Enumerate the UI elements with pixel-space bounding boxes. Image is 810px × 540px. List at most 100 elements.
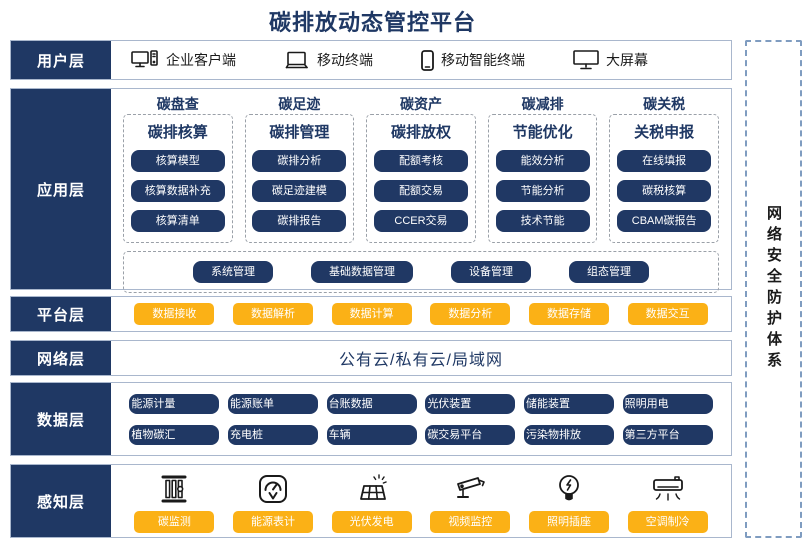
air-conditioner-icon <box>618 469 717 505</box>
perception-item-carbon-monitor: 碳监测 <box>125 469 224 533</box>
app-item-chip: 碳税核算 <box>617 180 712 202</box>
application-layer-row: 应用层 碳盘查 碳排核算 核算模型 核算数据补充 核算清单 碳足迹 碳排管理 <box>10 88 732 293</box>
app-column-subtitle: 节能优化 <box>512 124 573 141</box>
desktop-pc-icon <box>131 50 159 70</box>
data-chip: 能源计量 <box>129 393 220 414</box>
app-column-carbon-reduction: 碳减排 节能优化 能效分析 节能分析 技术节能 <box>487 94 598 243</box>
app-column-carbon-footprint: 碳足迹 碳排管理 碳排分析 碳足迹建模 碳排报告 <box>244 94 355 243</box>
user-item-big-screen: 大屏幕 <box>573 50 648 70</box>
user-item-label: 企业客户端 <box>166 52 236 68</box>
platform-chip: 数据存储 <box>528 303 609 325</box>
perception-item-solar-pv: 光伏发电 <box>322 469 421 533</box>
user-layer-items: 企业客户端 移动终端 <box>111 41 731 79</box>
app-column-header: 碳盘查 <box>156 96 199 112</box>
perception-item-label: 视频监控 <box>430 511 511 533</box>
data-layer-label: 数据层 <box>11 383 111 455</box>
page-title: 碳排放动态管控平台 <box>268 10 476 35</box>
laptop-icon <box>284 51 310 70</box>
user-item-smart-mobile: 移动智能终端 <box>421 49 525 71</box>
app-item-chip: CBAM碳报告 <box>617 210 712 232</box>
data-chip: 污染物排放 <box>523 424 614 445</box>
app-column-header: 碳关税 <box>643 96 686 112</box>
perception-layer-row: 感知层 碳监测 <box>10 464 732 538</box>
network-layer-content: 公有云/私有云/局域网 <box>339 352 503 369</box>
app-item-chip: 碳足迹建模 <box>252 180 347 202</box>
data-chip: 充电桩 <box>227 424 318 445</box>
app-common-chip: 基础数据管理 <box>311 261 413 283</box>
app-item-chip: 碳排分析 <box>252 150 347 172</box>
platform-chip: 数据解析 <box>232 303 313 325</box>
perception-item-lighting-socket: 照明插座 <box>520 469 619 533</box>
user-layer-label: 用户层 <box>11 41 111 79</box>
app-item-chip: 技术节能 <box>495 210 590 232</box>
data-chip: 车辆 <box>326 424 417 445</box>
security-system-label: 网络安全防护体系 <box>765 205 782 373</box>
security-system-column: 网络安全防护体系 <box>745 40 802 538</box>
data-chip: 光伏装置 <box>425 393 516 414</box>
app-column-carbon-tariff: 碳关税 关税申报 在线填报 碳税核算 CBAM碳报告 <box>609 94 719 243</box>
platform-layer-row: 平台层 数据接收 数据解析 数据计算 数据分析 数据存储 数据交互 <box>10 296 732 332</box>
light-bulb-icon <box>520 469 619 505</box>
data-chip: 第三方平台 <box>622 424 713 445</box>
app-column-box: 碳排核算 核算模型 核算数据补充 核算清单 <box>123 114 233 243</box>
perception-item-air-conditioning: 空调制冷 <box>618 469 717 533</box>
application-layer-label: 应用层 <box>11 89 111 289</box>
app-common-management-box: 系统管理 基础数据管理 设备管理 组态管理 <box>123 251 719 293</box>
data-chip: 能源账单 <box>227 393 318 414</box>
network-layer-row: 网络层 公有云/私有云/局域网 <box>10 340 732 376</box>
perception-item-label: 照明插座 <box>528 511 609 533</box>
user-item-enterprise-client: 企业客户端 <box>131 50 236 70</box>
app-common-chip: 设备管理 <box>451 261 531 283</box>
platform-layer-label: 平台层 <box>11 297 111 331</box>
energy-meter-icon <box>224 469 323 505</box>
network-layer-label: 网络层 <box>11 341 111 375</box>
user-item-label: 移动终端 <box>317 52 373 68</box>
perception-item-energy-meter: 能源表计 <box>224 469 323 533</box>
app-column-box: 节能优化 能效分析 节能分析 技术节能 <box>487 114 598 243</box>
application-columns: 碳盘查 碳排核算 核算模型 核算数据补充 核算清单 碳足迹 碳排管理 碳排分析 … <box>111 89 731 243</box>
app-item-chip: 核算数据补充 <box>130 180 225 202</box>
data-chip: 照明用电 <box>622 393 713 414</box>
app-column-subtitle: 碳排核算 <box>147 124 208 141</box>
user-item-label: 大屏幕 <box>606 52 648 68</box>
perception-item-label: 空调制冷 <box>627 511 708 533</box>
app-column-subtitle: 关税申报 <box>634 124 695 141</box>
perception-items: 碳监测 能源表计 <box>111 465 731 537</box>
app-item-chip: 核算模型 <box>130 150 225 172</box>
user-item-mobile-terminal: 移动终端 <box>284 50 373 70</box>
platform-chip: 数据分析 <box>430 303 511 325</box>
big-screen-icon <box>573 50 599 70</box>
data-chip: 植物碳汇 <box>129 424 220 445</box>
perception-item-video-surveillance: 视频监控 <box>421 469 520 533</box>
user-item-label: 移动智能终端 <box>441 52 525 68</box>
app-item-chip: 配额考核 <box>373 150 468 172</box>
app-column-carbon-asset: 碳资产 碳排放权 配额考核 配额交易 CCER交易 <box>366 94 476 243</box>
perception-item-label: 碳监测 <box>134 511 215 533</box>
data-chip: 碳交易平台 <box>425 424 516 445</box>
app-item-chip: 能效分析 <box>495 150 590 172</box>
platform-chip: 数据计算 <box>331 303 412 325</box>
app-column-box: 关税申报 在线填报 碳税核算 CBAM碳报告 <box>609 114 719 243</box>
data-chip: 储能装置 <box>523 393 614 414</box>
app-item-chip: 在线填报 <box>617 150 712 172</box>
carbon-monitor-icon <box>125 469 224 505</box>
perception-item-label: 能源表计 <box>232 511 313 533</box>
platform-chip: 数据接收 <box>134 303 215 325</box>
data-layer-row: 数据层 能源计量 能源账单 台账数据 光伏装置 储能装置 照明用电 植物碳汇 充… <box>10 382 732 456</box>
app-item-chip: 核算清单 <box>130 210 225 232</box>
platform-items: 数据接收 数据解析 数据计算 数据分析 数据存储 数据交互 <box>111 297 731 331</box>
app-column-carbon-inventory: 碳盘查 碳排核算 核算模型 核算数据补充 核算清单 <box>123 94 233 243</box>
app-column-header: 碳资产 <box>399 96 442 112</box>
app-column-subtitle: 碳排放权 <box>390 124 451 141</box>
app-common-chip: 系统管理 <box>193 261 273 283</box>
app-column-box: 碳排管理 碳排分析 碳足迹建模 碳排报告 <box>244 114 355 243</box>
data-chip: 台账数据 <box>326 393 417 414</box>
perception-item-label: 光伏发电 <box>331 511 412 533</box>
smartphone-icon <box>421 49 434 71</box>
app-item-chip: CCER交易 <box>373 210 468 232</box>
app-column-header: 碳足迹 <box>278 96 321 112</box>
app-column-header: 碳减排 <box>521 96 564 112</box>
app-item-chip: 配额交易 <box>373 180 468 202</box>
solar-panel-icon <box>322 469 421 505</box>
